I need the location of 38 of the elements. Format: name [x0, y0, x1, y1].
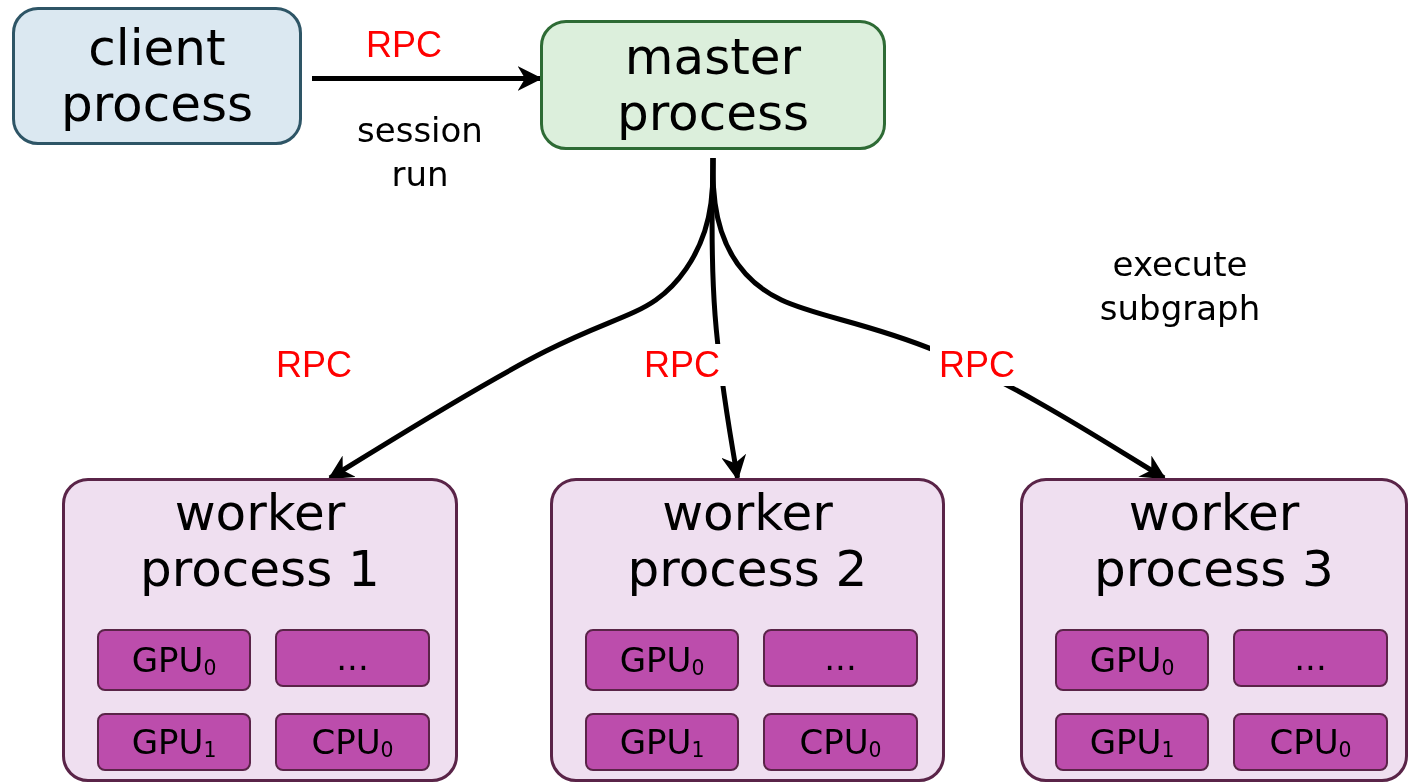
device-name: CPU$_{0}$	[311, 721, 394, 762]
device-name: ...	[824, 638, 857, 678]
device-box	[763, 629, 918, 687]
worker-box	[1020, 478, 1408, 782]
note: session run	[356, 109, 484, 197]
device-name: GPU$_{1}$	[131, 721, 217, 762]
device-box	[97, 713, 251, 771]
device-box	[1055, 713, 1209, 771]
device-box	[1233, 713, 1388, 771]
process-name: master process	[615, 29, 811, 141]
device-box	[275, 629, 430, 687]
worker-name: worker process 3	[1093, 485, 1335, 597]
device-name: GPU$_{0}$	[131, 639, 217, 680]
device-box	[1055, 629, 1209, 691]
worker-name: worker process 1	[139, 485, 381, 597]
arrow	[312, 66, 543, 91]
device-box	[275, 713, 430, 771]
device-name: GPU$_{1}$	[619, 721, 705, 762]
device-name: GPU$_{1}$	[1089, 721, 1175, 762]
worker-name: worker process 2	[626, 485, 869, 597]
device-box	[763, 713, 918, 771]
worker-box	[62, 478, 458, 782]
device-box	[1233, 629, 1388, 687]
process-box	[12, 7, 302, 145]
worker-box	[550, 478, 945, 782]
device-box	[585, 629, 739, 691]
device-box	[585, 713, 739, 771]
device-name: CPU$_{0}$	[1269, 721, 1352, 762]
device-name: GPU$_{0}$	[1089, 639, 1175, 680]
device-box	[97, 629, 251, 691]
process-box	[540, 20, 886, 150]
device-name: ...	[336, 638, 369, 678]
process-name: client process	[59, 20, 255, 132]
device-name: CPU$_{0}$	[799, 721, 882, 762]
arrow	[709, 157, 747, 481]
device-name: ...	[1294, 638, 1327, 678]
device-name: GPU$_{0}$	[619, 639, 705, 680]
note: execute subgraph	[1098, 243, 1262, 331]
